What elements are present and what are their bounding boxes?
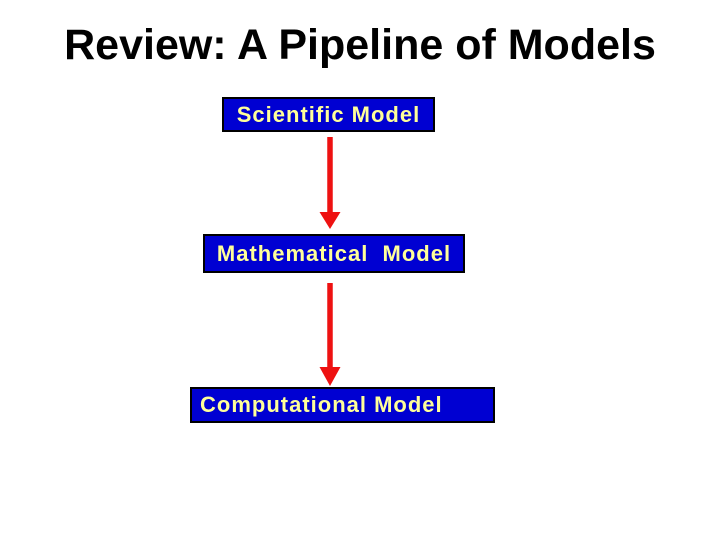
- down-arrow-icon: [319, 137, 341, 229]
- pipeline-box-mathematical-model: Mathematical Model: [203, 234, 465, 273]
- down-arrow-icon: [319, 283, 341, 386]
- pipeline-box-computational-model: Computational Model: [190, 387, 495, 423]
- pipeline-box-label: Mathematical Model: [216, 240, 452, 266]
- pipeline-box-label: Computational Model: [200, 392, 443, 417]
- pipeline-box-scientific-model: Scientific Model: [222, 97, 435, 132]
- slide-title: Review: A Pipeline of Models: [64, 21, 656, 69]
- pipeline-box-label: Scientific Model: [236, 101, 421, 127]
